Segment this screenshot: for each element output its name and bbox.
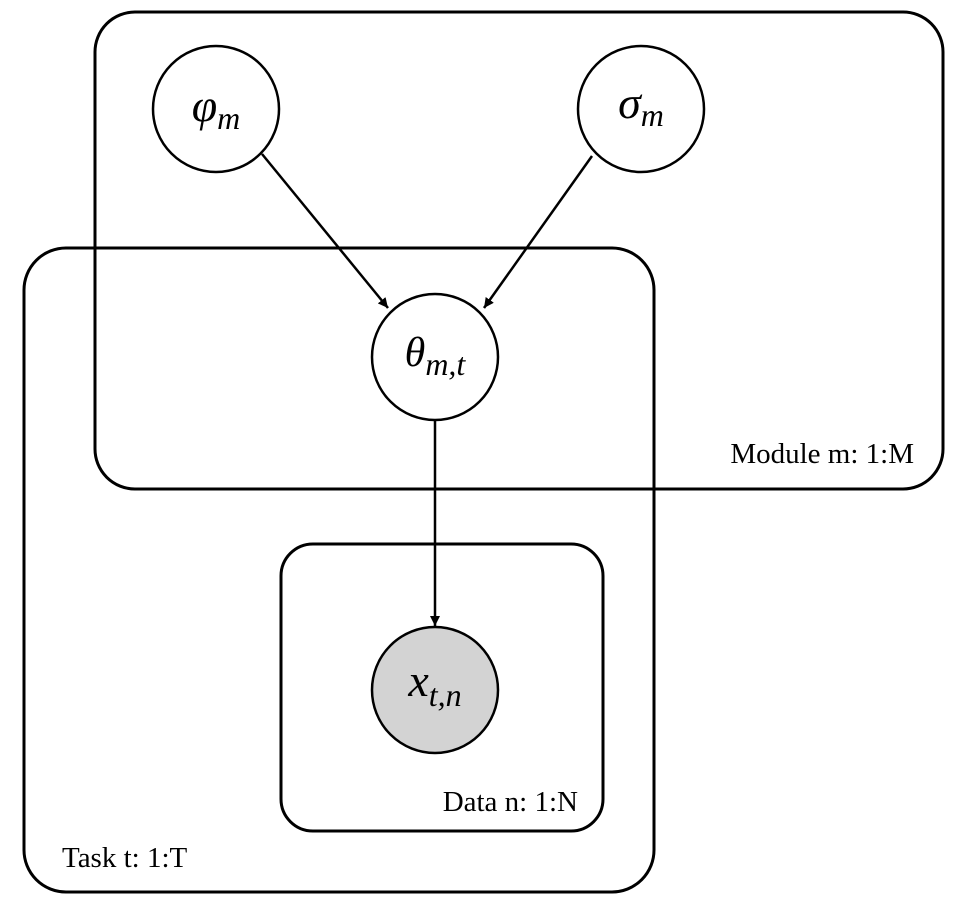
task-plate-label: Task t: 1:T xyxy=(62,842,188,874)
x-node-label: xt,n xyxy=(407,655,461,713)
phi-node-circle xyxy=(151,44,281,174)
module-plate xyxy=(93,10,945,491)
theta-node-circle xyxy=(370,292,500,422)
module-plate-label: Module m: 1:M xyxy=(730,438,914,470)
data-plate-label: Data n: 1:N xyxy=(443,786,578,818)
phi-node: φm xyxy=(151,44,281,174)
edge-phi-to-theta xyxy=(261,153,389,309)
data-plate xyxy=(279,542,605,833)
edge-sigma-to-theta xyxy=(482,155,594,309)
x-node-circle xyxy=(370,625,500,755)
sigma-node-label: σm xyxy=(618,77,664,133)
sigma-node-circle xyxy=(576,44,706,174)
x-node: xt,n xyxy=(370,625,500,755)
theta-node-label: θm,t xyxy=(405,330,467,382)
sigma-node: σm xyxy=(576,44,706,174)
theta-node: θm,t xyxy=(370,292,500,422)
phi-node-label: φm xyxy=(192,80,241,136)
